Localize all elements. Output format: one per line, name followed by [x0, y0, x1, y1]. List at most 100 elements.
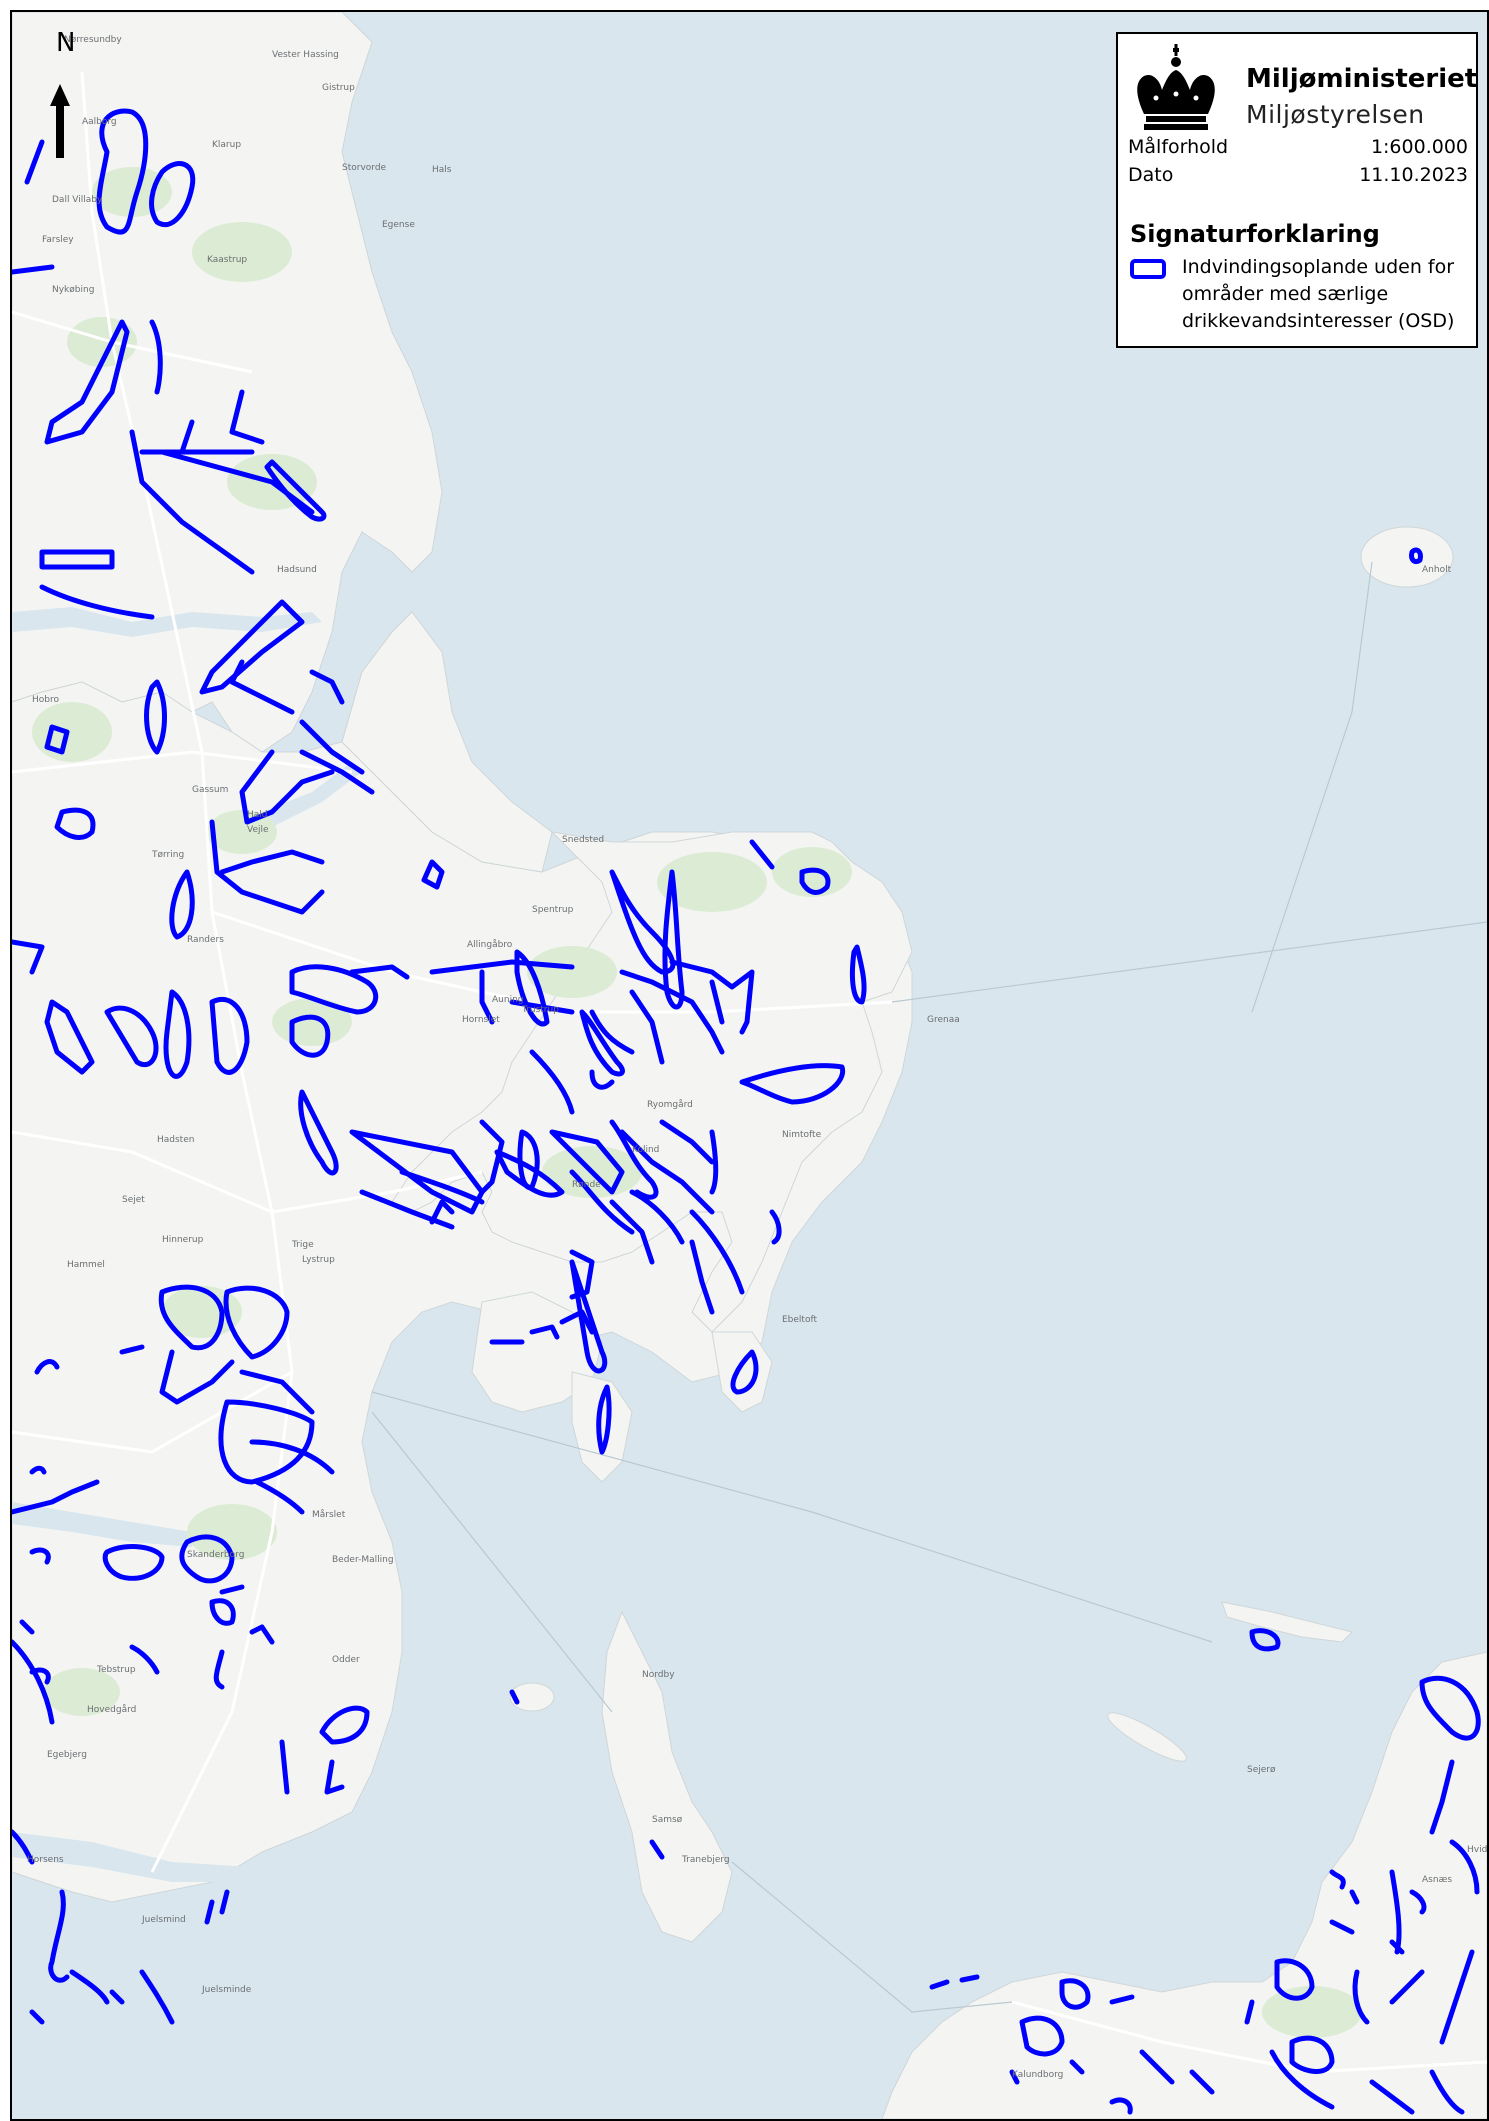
catchment-area [709, 1129, 719, 1195]
catchment-area [219, 849, 325, 875]
catchment-area [209, 997, 250, 1075]
place-label: Lystrup [302, 1255, 335, 1265]
catchment-area [1139, 2049, 1175, 2085]
catchment-area [689, 1209, 745, 1295]
catchment-area [209, 819, 325, 915]
catchment-area [1019, 2015, 1065, 2057]
catchment-area [609, 1119, 659, 1200]
place-label: Storvorde [342, 163, 387, 173]
date-row: Dato 11.10.2023 [1128, 164, 1468, 190]
catchment-area [589, 1069, 615, 1090]
catchment-area [629, 1189, 685, 1245]
place-label: Hobro [32, 695, 59, 705]
catchment-area [479, 1119, 505, 1195]
catchment-area [159, 1349, 235, 1405]
catchment-area [29, 1547, 51, 1565]
place-label: Randers [187, 935, 224, 945]
place-label: Nykøbing [52, 285, 94, 295]
catchment-area [1059, 1978, 1091, 2010]
date-label: Dato [1128, 164, 1174, 186]
catchment-area [429, 1199, 455, 1225]
place-label: Tebstrup [96, 1665, 136, 1675]
land-hjelm [1107, 1712, 1187, 1762]
crown-logo-icon [1137, 44, 1215, 130]
catchment-area [163, 989, 192, 1079]
catchment-area [589, 1009, 635, 1055]
catchment-area [662, 869, 685, 1010]
land-kattegat-coast [341, 611, 553, 873]
catchment-area [34, 1359, 60, 1375]
catchment-area [1069, 2059, 1085, 2075]
catchment-area [223, 1285, 290, 1360]
north-label: N [56, 28, 76, 58]
catchment-area [1274, 1958, 1315, 2001]
catchment-area [289, 1014, 331, 1058]
catchment-area [1409, 547, 1423, 565]
catchment-area [1109, 1994, 1135, 2005]
catchment-area [349, 964, 410, 980]
catchment-area [619, 1129, 715, 1215]
catchment-area [359, 1189, 455, 1230]
land-helgenaes-south [571, 1371, 633, 1483]
place-label: Odder [332, 1655, 360, 1665]
catchment-area [749, 839, 775, 870]
catchment-area [569, 1259, 608, 1374]
land-mols-tip [711, 1331, 773, 1413]
catchment-area [579, 1009, 625, 1077]
place-label: Gassum [192, 785, 228, 795]
catchment-area [319, 1705, 370, 1745]
land-sejeroe-peninsula [1221, 1601, 1353, 1643]
catchment-area [399, 1169, 485, 1205]
catchment-area [12, 1639, 55, 1725]
catchment-area [144, 679, 167, 755]
land-anholt [1360, 526, 1454, 588]
catchment-area [649, 1839, 665, 1860]
catchment-area [1429, 1759, 1455, 1835]
place-label: Egense [382, 220, 415, 230]
catchment-area [249, 1624, 275, 1645]
place-label: Rønde [572, 1180, 601, 1190]
place-label: Nimtofte [782, 1130, 822, 1140]
catchment-area [169, 869, 195, 940]
catchment-area [529, 1324, 560, 1340]
catchment-area [109, 1989, 125, 2005]
legend-swatch [1130, 259, 1166, 279]
catchment-area [1419, 1675, 1481, 1741]
place-label: Tranebjerg [681, 1855, 730, 1865]
catchment-area [1429, 2069, 1465, 2115]
place-label: Hals [432, 165, 452, 175]
catchment-area [104, 1005, 159, 1067]
place-label: Mårslet [312, 1509, 346, 1520]
catchment-area [12, 264, 55, 275]
catchment-area [218, 1399, 315, 1485]
catchment-area [429, 959, 575, 975]
catchment-area [12, 939, 45, 975]
ministry-name: Miljøministeriet [1246, 64, 1478, 94]
place-label: Farsley [42, 235, 74, 245]
catchment-area [1109, 2097, 1133, 2115]
catchment-area [12, 1479, 100, 1515]
catchment-area [509, 999, 575, 1015]
catchment-area [264, 459, 327, 522]
place-label: Juelsmind [141, 1915, 186, 1925]
catchment-area [509, 1689, 520, 1705]
catchment-area [149, 161, 196, 227]
place-label: Sejerø [1247, 1765, 1276, 1775]
catchment-area [309, 669, 345, 705]
catchment-area [213, 1649, 225, 1690]
place-label: Skanderborg [187, 1550, 244, 1560]
catchment-area [689, 1239, 715, 1315]
place-label: Klarup [212, 140, 241, 150]
catchment-area [29, 1465, 47, 1475]
catchment-area [29, 1667, 51, 1685]
place-label: Ebeltoft [782, 1315, 817, 1325]
catchment-area [529, 1049, 575, 1115]
place-label: Tørring [151, 850, 184, 860]
place-label: Ryomgård [647, 1099, 693, 1110]
catchment-area [12, 1829, 35, 1865]
catchment-area [849, 944, 867, 1005]
catchment-area [44, 724, 70, 755]
catchment-areas [12, 108, 1481, 2115]
